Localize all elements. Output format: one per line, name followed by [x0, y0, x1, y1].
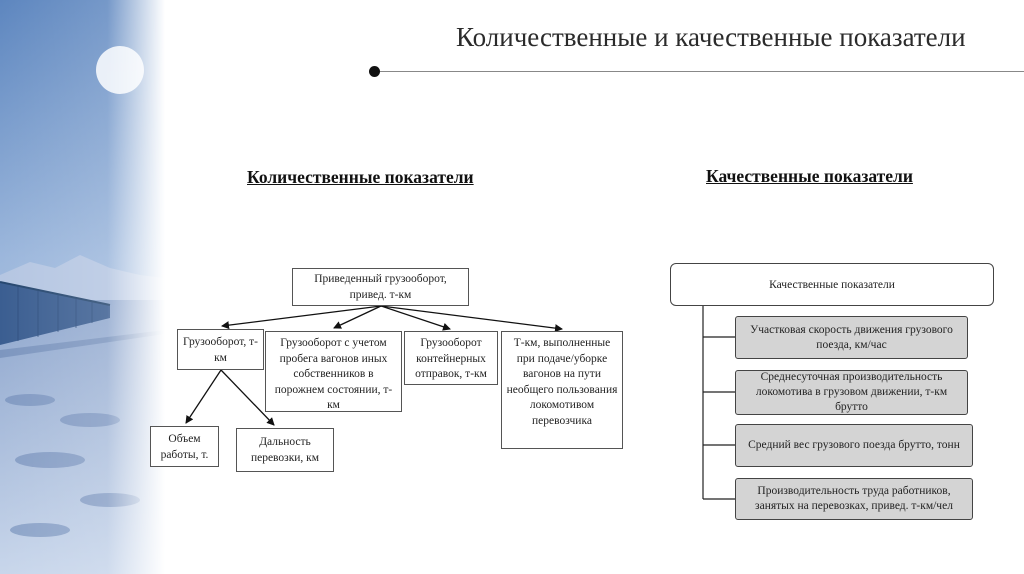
qualitative-heading: Качественные показатели — [706, 166, 913, 186]
qualitative-root-box: Качественные показатели — [670, 263, 994, 306]
labor-productivity-box: Производительность труда работников, зан… — [735, 478, 973, 520]
title-bullet-dot — [369, 66, 380, 77]
slide-title: Количественные и качественные показатели — [456, 22, 966, 52]
arrow-to-dalnost — [220, 369, 275, 426]
locomotive-productivity-box: Среднесуточная производительность локомо… — [735, 370, 968, 415]
arrow-to-obem — [185, 369, 222, 424]
arrow-to-gruzooborot — [221, 305, 382, 330]
tkm-nonpublic-tracks-box: Т-км, выполненные при подаче/уборке ваго… — [501, 331, 623, 449]
arrow-to-gruzooborot-probeg — [333, 305, 382, 329]
quantitative-heading: Количественные показатели — [247, 167, 474, 187]
transport-distance-box: Дальность перевозки, км — [236, 428, 334, 472]
work-volume-box: Объем работы, т. — [150, 426, 219, 467]
freight-turnover-box: Грузооборот, т-км — [177, 329, 264, 370]
arrow-to-tkm-podacha — [380, 305, 563, 333]
average-train-weight-box: Средний вес грузового поезда брутто, тон… — [735, 424, 973, 467]
title-divider-line — [380, 71, 1024, 72]
train-background-image — [0, 0, 165, 574]
root-reduced-freight-turnover-box: Приведенный грузооборот, привед. т-км — [292, 268, 469, 306]
arrow-to-container — [380, 305, 451, 331]
sectional-speed-box: Участковая скорость движения грузового п… — [735, 316, 968, 359]
freight-turnover-empty-wagons-box: Грузооборот с учетом пробега вагонов ины… — [265, 331, 402, 412]
container-freight-turnover-box: Грузооборот контейнерных отправок, т-км — [404, 331, 498, 385]
